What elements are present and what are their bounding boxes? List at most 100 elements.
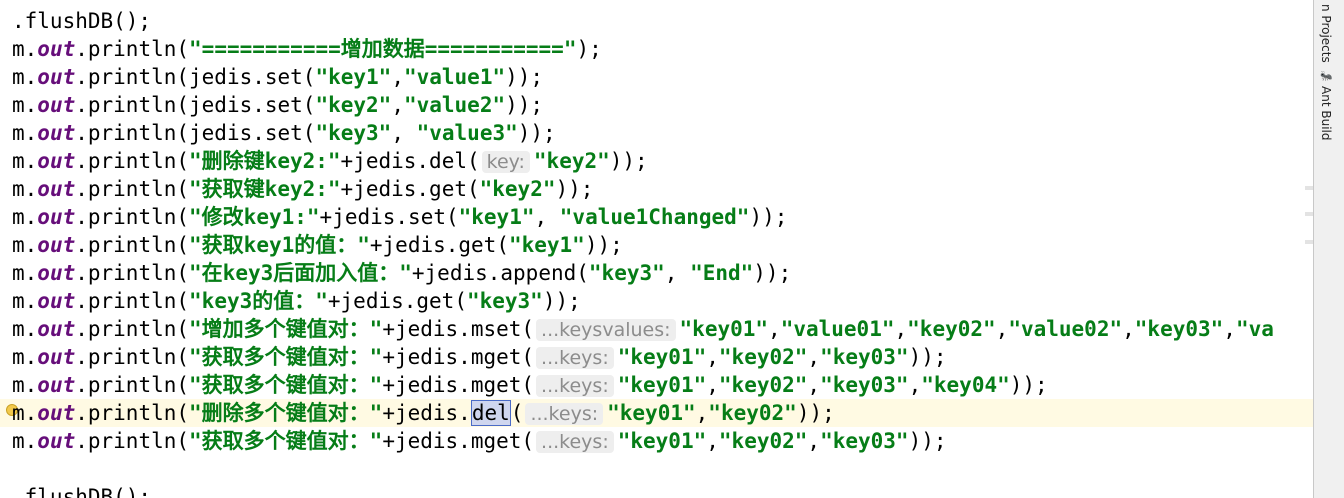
code-token: m. [12,317,38,341]
code-token: m. [12,429,38,453]
static-field: out [37,149,76,173]
static-field: out [37,93,76,117]
parameter-hint: key: [481,151,530,173]
string-literal: "value3" [416,121,518,145]
string-literal: "key3" [588,261,665,285]
code-token: m. [12,121,38,145]
string-literal: "删除键key2:" [189,149,341,173]
code-token: )); [908,345,947,369]
code-token: .println( [75,149,190,173]
code-token: ( [510,401,524,425]
string-literal: "key01" [679,317,769,341]
code-token: +jedis.get( [369,233,509,257]
code-line[interactable]: m.out.println(jedis.set("key2","value2")… [12,91,543,119]
code-line[interactable]: m.out.println("获取多个键值对："+jedis.mget(...k… [12,427,947,455]
code-line[interactable]: m.out.println("key3的值："+jedis.get("key3"… [12,287,581,315]
code-token: .println( [75,37,190,61]
code-line[interactable]: m.out.println("获取多个键值对："+jedis.mget(...k… [12,371,1048,399]
string-literal: "获取key1的值：" [189,233,370,257]
string-literal: "key03" [820,429,909,453]
code-token: m. [12,177,38,201]
code-editor[interactable]: .flushDB();m.out.println("===========增加数… [0,0,1314,498]
string-literal: "value02" [1008,317,1123,341]
string-literal: "在key3后面加入值：" [189,261,412,285]
code-token: , [1223,317,1236,341]
static-field: out [37,261,76,285]
code-token: , [807,373,821,397]
code-token: m. [12,345,38,369]
code-token: .println( [75,401,190,425]
code-line[interactable]: m.out.println("删除多个键值对："+jedis.del(...ke… [12,399,835,427]
code-token: +jedis.mget( [382,373,535,397]
string-literal: "修改key1:" [189,205,320,229]
static-field: out [37,373,76,397]
code-line[interactable]: m.out.println("获取key1的值："+jedis.get("key… [12,231,623,259]
code-token: , [706,429,719,453]
code-token: +jedis.set( [319,205,459,229]
code-line[interactable]: m.out.println("修改key1:"+jedis.set("key1"… [12,203,787,231]
string-literal: "key01" [617,373,707,397]
string-literal: "End" [690,261,754,285]
code-token: .println( [75,177,190,201]
right-tool-strip: n Projects 🐜 Ant Build [1313,0,1344,498]
code-token: )); [609,149,648,173]
string-literal: "获取键key2:" [189,177,341,201]
code-token: , [768,317,781,341]
code-line[interactable]: m.out.println(jedis.set("key3", "value3"… [12,119,556,147]
string-literal: "key2" [533,149,610,173]
scroll-marker [1305,186,1313,190]
string-literal: "key02" [718,345,808,369]
code-token: m. [12,65,38,89]
code-line[interactable]: .flushDB(); [12,7,151,35]
code-line[interactable]: m.out.println("获取多个键值对："+jedis.mget(...k… [12,343,947,371]
string-literal: "value1" [403,65,506,89]
code-token: +jedis.get( [327,289,467,313]
static-field: out [37,429,76,453]
code-token: , [391,121,417,145]
code-token: .println( [75,205,190,229]
scroll-marker [1305,212,1313,216]
code-token: , [534,205,560,229]
string-literal: "增加多个键值对：" [189,317,383,341]
string-literal: "获取多个键值对：" [189,345,383,369]
string-literal: "key03" [820,345,909,369]
string-literal: "value2" [403,93,506,117]
code-line[interactable]: m.out.println("在key3后面加入值："+jedis.append… [12,259,791,287]
code-token: , [391,93,404,117]
code-line[interactable]: m.out.println("===========增加数据==========… [12,35,602,63]
code-token: )); [505,65,544,89]
projects-tab[interactable]: n Projects [1319,4,1333,63]
string-literal: "key3" [466,289,543,313]
selected-token[interactable]: del [470,400,511,426]
static-field: out [37,65,76,89]
code-line[interactable]: m.out.println(jedis.set("key1","value1")… [12,63,543,91]
code-token: .flushDB(); [12,485,152,498]
string-literal: "key03" [820,373,909,397]
parameter-hint: ...keys: [525,403,604,425]
code-line[interactable]: m.out.println("获取键key2:"+jedis.get("key2… [12,175,593,203]
string-literal: "key1" [315,65,392,89]
static-field: out [37,205,76,229]
code-token: , [807,429,821,453]
code-line[interactable]: .flushDB(); [12,483,151,498]
string-literal: "key02" [718,373,808,397]
code-line[interactable]: m.out.println("删除键key2:"+jedis.del(key:"… [12,147,648,175]
code-token: )); [542,289,581,313]
string-literal: "key2" [315,93,392,117]
code-token: )); [749,205,788,229]
code-token: m. [12,401,38,425]
string-literal: "key3的值：" [189,289,328,313]
code-token: , [995,317,1009,341]
lightbulb-icon[interactable] [6,404,18,416]
code-token: )); [753,261,792,285]
static-field: out [37,177,76,201]
ant-build-tab[interactable]: 🐜 Ant Build [1319,70,1333,141]
string-literal: "key02" [708,401,797,425]
code-token: .println( [75,261,190,285]
code-token: .println( [75,373,190,397]
code-token: .println(jedis.set( [75,121,316,145]
code-token: .println( [75,289,190,313]
code-token: +jedis. [382,401,471,425]
code-token: +jedis.del( [340,149,480,173]
code-line[interactable]: m.out.println("增加多个键值对："+jedis.mset(...k… [12,315,1274,343]
